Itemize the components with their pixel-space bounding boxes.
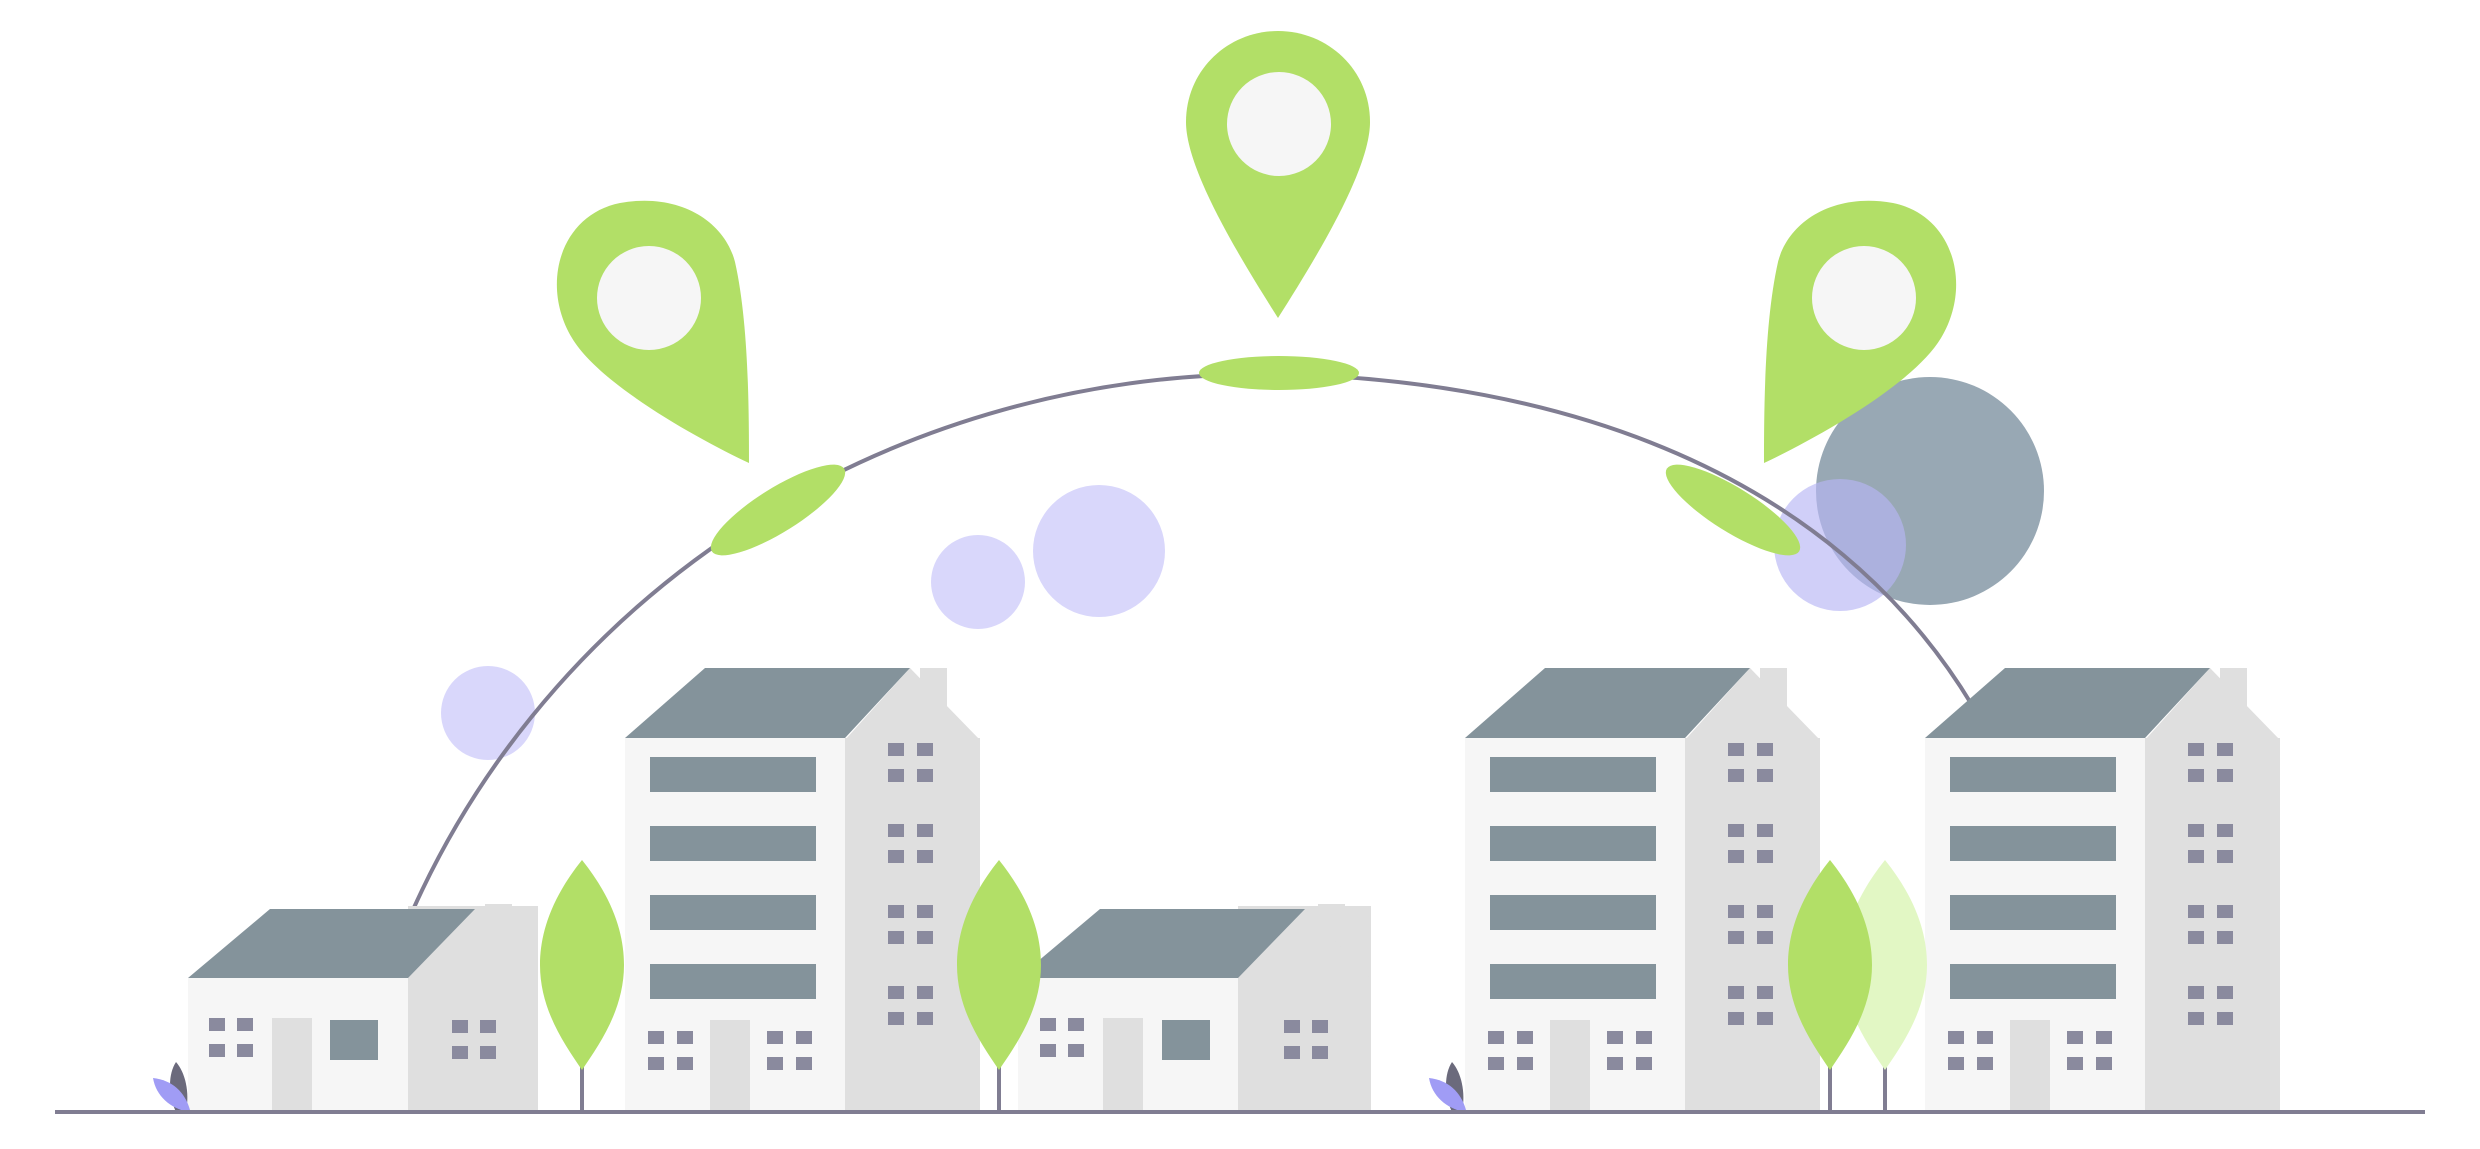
tower-wall-shade (2145, 738, 2280, 1111)
bubble-mid-small (931, 535, 1025, 629)
pin-inner-circle (1227, 72, 1331, 176)
window-grid (648, 743, 933, 1070)
house-gable-shade (408, 909, 538, 979)
tree-3 (1788, 860, 1872, 1112)
bubbles (441, 377, 2044, 760)
tree-1 (540, 860, 624, 1112)
bubble-left (441, 666, 535, 760)
location-pin-left (556, 200, 749, 464)
tower-roof (625, 668, 910, 738)
pin-inner-circle (1812, 246, 1916, 350)
sprout-left (153, 1062, 190, 1112)
tree-2 (957, 860, 1041, 1112)
tree-trunk (997, 1062, 1001, 1112)
tower-wall-shade (845, 738, 980, 1111)
house-gable-shade (1238, 909, 1371, 979)
window-bands (650, 757, 816, 999)
ground-line (55, 1110, 2425, 1114)
tower-door (2010, 1020, 2050, 1111)
tower-door (1550, 1020, 1590, 1111)
bubble-mid-large (1033, 485, 1165, 617)
window-grid (1948, 743, 2233, 1070)
window-grid (1040, 1018, 1328, 1059)
tower-middle (1465, 668, 1820, 1111)
tree-trunk (1828, 1062, 1832, 1112)
pin-shadow-right (1665, 464, 1801, 556)
tree-leaf-icon (957, 860, 1041, 1070)
bubble-right-lavender (1774, 479, 1906, 611)
tower-gable-shade (2145, 668, 2280, 740)
tree-leaf-icon (1843, 860, 1927, 1070)
tower-right (1925, 668, 2280, 1111)
house-left (188, 904, 538, 1111)
location-pin-center (1186, 31, 1370, 318)
leaf-purple-icon (153, 1078, 190, 1112)
tree-leaf-icon (1788, 860, 1872, 1070)
house-window (330, 1020, 378, 1060)
pin-shadows (710, 356, 1801, 556)
pin-shadow-left (710, 464, 846, 556)
pin-shadow-center (1199, 356, 1359, 390)
tree-trunk (1883, 1062, 1887, 1112)
tower-gable-shade (1685, 668, 1820, 740)
house-door (1103, 1018, 1143, 1111)
tower-gable-shade (845, 668, 980, 740)
tower-door (710, 1020, 750, 1111)
house-roof (188, 909, 475, 978)
window-bands (1490, 757, 1656, 999)
window-grid (209, 1018, 496, 1059)
house-middle (1018, 904, 1371, 1111)
window-bands (1950, 757, 2116, 999)
tree-trunk (580, 1062, 584, 1112)
tower-roof (1465, 668, 1750, 738)
leaf-purple-icon (1429, 1078, 1466, 1112)
window-grid (1488, 743, 1773, 1070)
house-door (272, 1018, 312, 1111)
tower-roof (1925, 668, 2210, 738)
tree-leaf-icon (540, 860, 624, 1070)
tree-4-light (1843, 860, 1927, 1112)
tower-left (625, 668, 980, 1111)
sprout-middle (1429, 1062, 1466, 1112)
house-roof (1018, 909, 1305, 978)
location-pin-right (1764, 200, 1957, 464)
pin-inner-circle (597, 246, 701, 350)
house-window (1162, 1020, 1210, 1060)
